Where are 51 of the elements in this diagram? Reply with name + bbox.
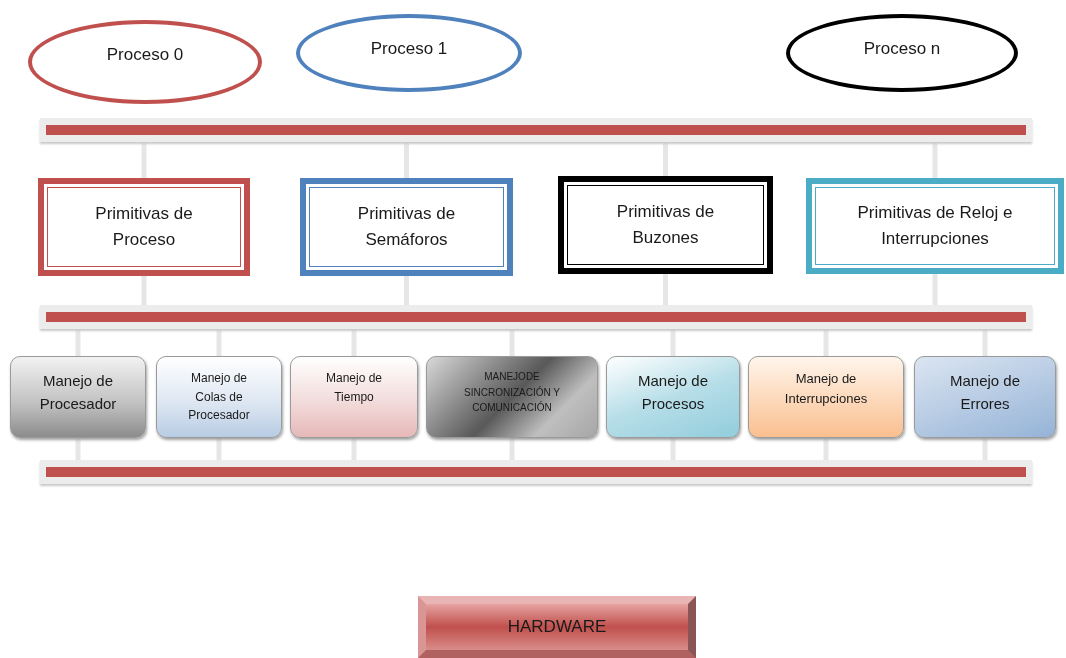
hardware-box: [418, 596, 696, 658]
primitives-box: [806, 178, 1064, 274]
connector-line: [404, 276, 409, 305]
module-box: [606, 356, 740, 438]
connector-line: [509, 329, 515, 356]
node-label: Proceso n: [863, 38, 941, 60]
module-box: [156, 356, 282, 438]
node-label: Manejo de Interrupciones: [783, 370, 869, 409]
node-label: Manejo de Procesos: [636, 371, 710, 415]
module-box: [290, 356, 418, 438]
node-label: Primitivas de Proceso: [94, 202, 194, 251]
primitives-box: [558, 176, 773, 274]
connector-line: [932, 142, 938, 178]
node-label: Primitivas de Buzones: [615, 200, 716, 249]
connector-line: [216, 329, 222, 356]
node-label: Manejo de Procesador: [38, 371, 118, 415]
primitives-box: [300, 178, 513, 276]
module-box: [748, 356, 904, 438]
connector-line: [823, 329, 829, 356]
connector-line: [141, 276, 147, 305]
node-label: HARDWARE: [507, 615, 607, 638]
connector-line: [823, 438, 829, 460]
node-label: Manejo de Tiempo: [324, 370, 383, 406]
connector-line: [509, 438, 515, 460]
connector-line: [351, 329, 357, 356]
module-box: [914, 356, 1056, 438]
node-label: Primitivas de Reloj e Interrupciones: [856, 201, 1014, 250]
connector-line: [663, 142, 668, 176]
bus-bar: [40, 460, 1032, 484]
connector-line: [75, 438, 81, 460]
connector-line: [670, 438, 676, 460]
connector-line: [404, 142, 409, 178]
node-label: Proceso 1: [370, 38, 448, 60]
connector-line: [351, 438, 357, 460]
connector-line: [75, 329, 81, 356]
bus-bar: [40, 305, 1032, 329]
connector-line: [982, 329, 988, 356]
connector-line: [932, 274, 938, 305]
connector-line: [663, 274, 668, 305]
bus-bar: [40, 118, 1032, 142]
connector-line: [141, 142, 147, 178]
node-label: Manejo de Colas de Procesador: [187, 370, 251, 425]
connector-line: [670, 329, 676, 356]
module-box: [10, 356, 146, 438]
node-label: Proceso 0: [106, 44, 184, 66]
module-box: [426, 356, 598, 438]
node-label: Primitivas de Semáforos: [356, 202, 457, 251]
node-label: Manejo de Errores: [948, 371, 1022, 415]
primitives-box: [38, 178, 250, 276]
connector-line: [216, 438, 222, 460]
connector-line: [982, 438, 988, 460]
